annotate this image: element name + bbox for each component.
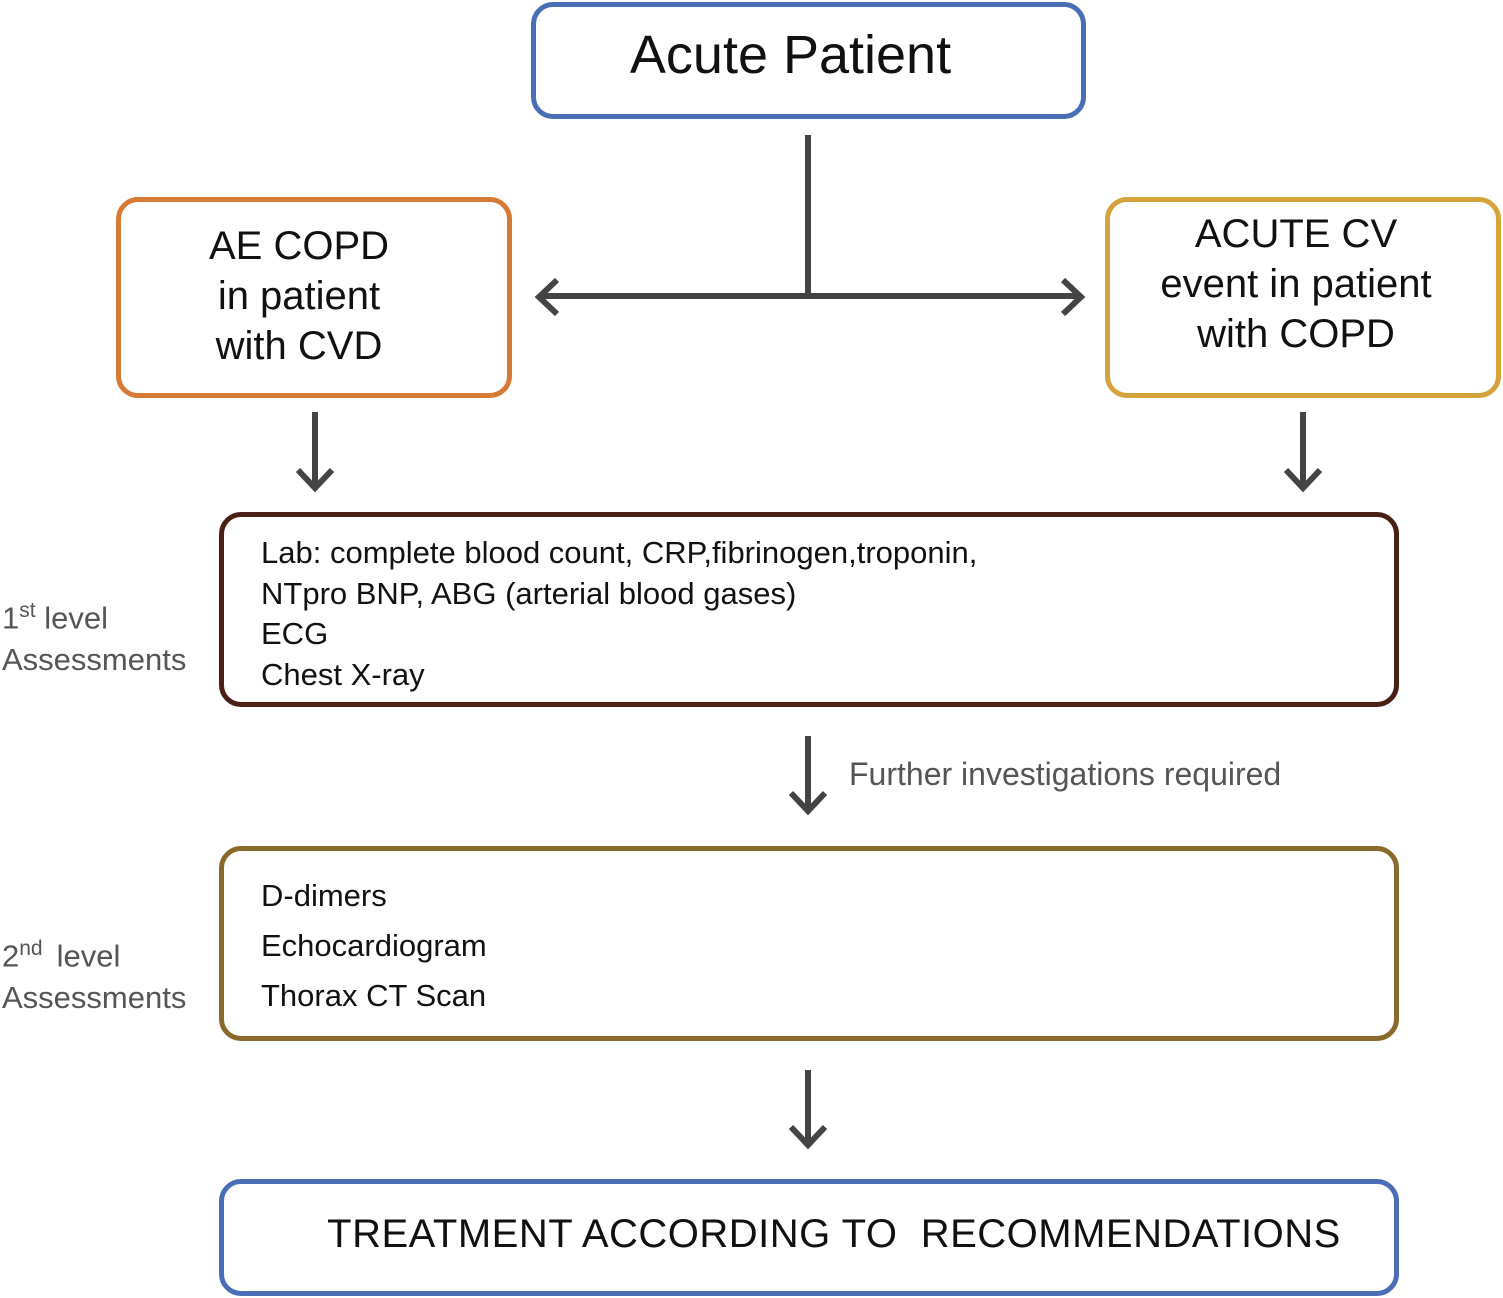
arrow-level2-to-treatment: [788, 1070, 828, 1150]
level2-word: level: [56, 938, 121, 974]
list-item: Echocardiogram: [261, 928, 487, 963]
ae-copd-line: with CVD: [215, 323, 383, 368]
ae-copd-box: AE COPD in patient with CVD: [116, 197, 512, 398]
ae-copd-label: AE COPD in patient with CVD: [209, 221, 389, 371]
further-investigations-label: Further investigations required: [849, 756, 1282, 792]
ae-copd-line: AE COPD: [208, 223, 390, 268]
ae-copd-line: in patient: [217, 273, 381, 318]
level1-side-label: 1st level Assessments: [2, 590, 186, 681]
acute-cv-line: with COPD: [1197, 311, 1395, 356]
level2-assessments-box: D-dimers Echocardiogram Thorax CT Scan: [219, 846, 1399, 1041]
level2-assessments-word: Assessments: [2, 980, 187, 1016]
level1-assessments-word: Assessments: [2, 642, 187, 678]
level1-item-list: Lab: complete blood count, CRP,fibrinoge…: [261, 533, 977, 695]
list-item: Lab: complete blood count, CRP,fibrinoge…: [261, 535, 978, 570]
acute-cv-line: ACUTE CV: [1194, 211, 1398, 256]
level2-ordinal-suffix: nd: [19, 937, 43, 960]
list-item: D-dimers: [261, 878, 387, 913]
level1-assessments-box: Lab: complete blood count, CRP,fibrinoge…: [219, 512, 1399, 707]
acute-cv-line: event in patient: [1160, 261, 1432, 306]
level2-item-list: D-dimers Echocardiogram Thorax CT Scan: [261, 871, 487, 1021]
acute-cv-label: ACUTE CV event in patient with COPD: [1160, 209, 1431, 359]
acute-cv-box: ACUTE CV event in patient with COPD: [1105, 197, 1501, 398]
list-item: NTpro BNP, ABG (arterial blood gases): [261, 575, 797, 611]
treatment-title: TREATMENT ACCORDING TO RECOMMENDATIONS: [327, 1212, 1341, 1256]
list-item: Chest X-ray: [261, 656, 425, 692]
arrow-right-to-level1: [1283, 412, 1323, 493]
arrow-level1-to-level2: [788, 736, 828, 816]
level1-ordinal: 1: [2, 600, 20, 636]
level1-word: level: [44, 600, 108, 636]
list-item: ECG: [261, 616, 329, 651]
split-arrowhead-left: [534, 277, 560, 317]
split-arrowhead-right: [1060, 277, 1086, 317]
treatment-box: TREATMENT ACCORDING TO RECOMMENDATIONS: [219, 1179, 1399, 1296]
acute-patient-title: Acute Patient: [629, 24, 952, 85]
arrow-left-to-level1: [295, 412, 335, 493]
level1-ordinal-suffix: st: [19, 599, 36, 622]
acute-patient-box: Acute Patient: [531, 2, 1086, 119]
level2-ordinal: 2: [2, 938, 20, 974]
list-item: Thorax CT Scan: [261, 978, 487, 1013]
